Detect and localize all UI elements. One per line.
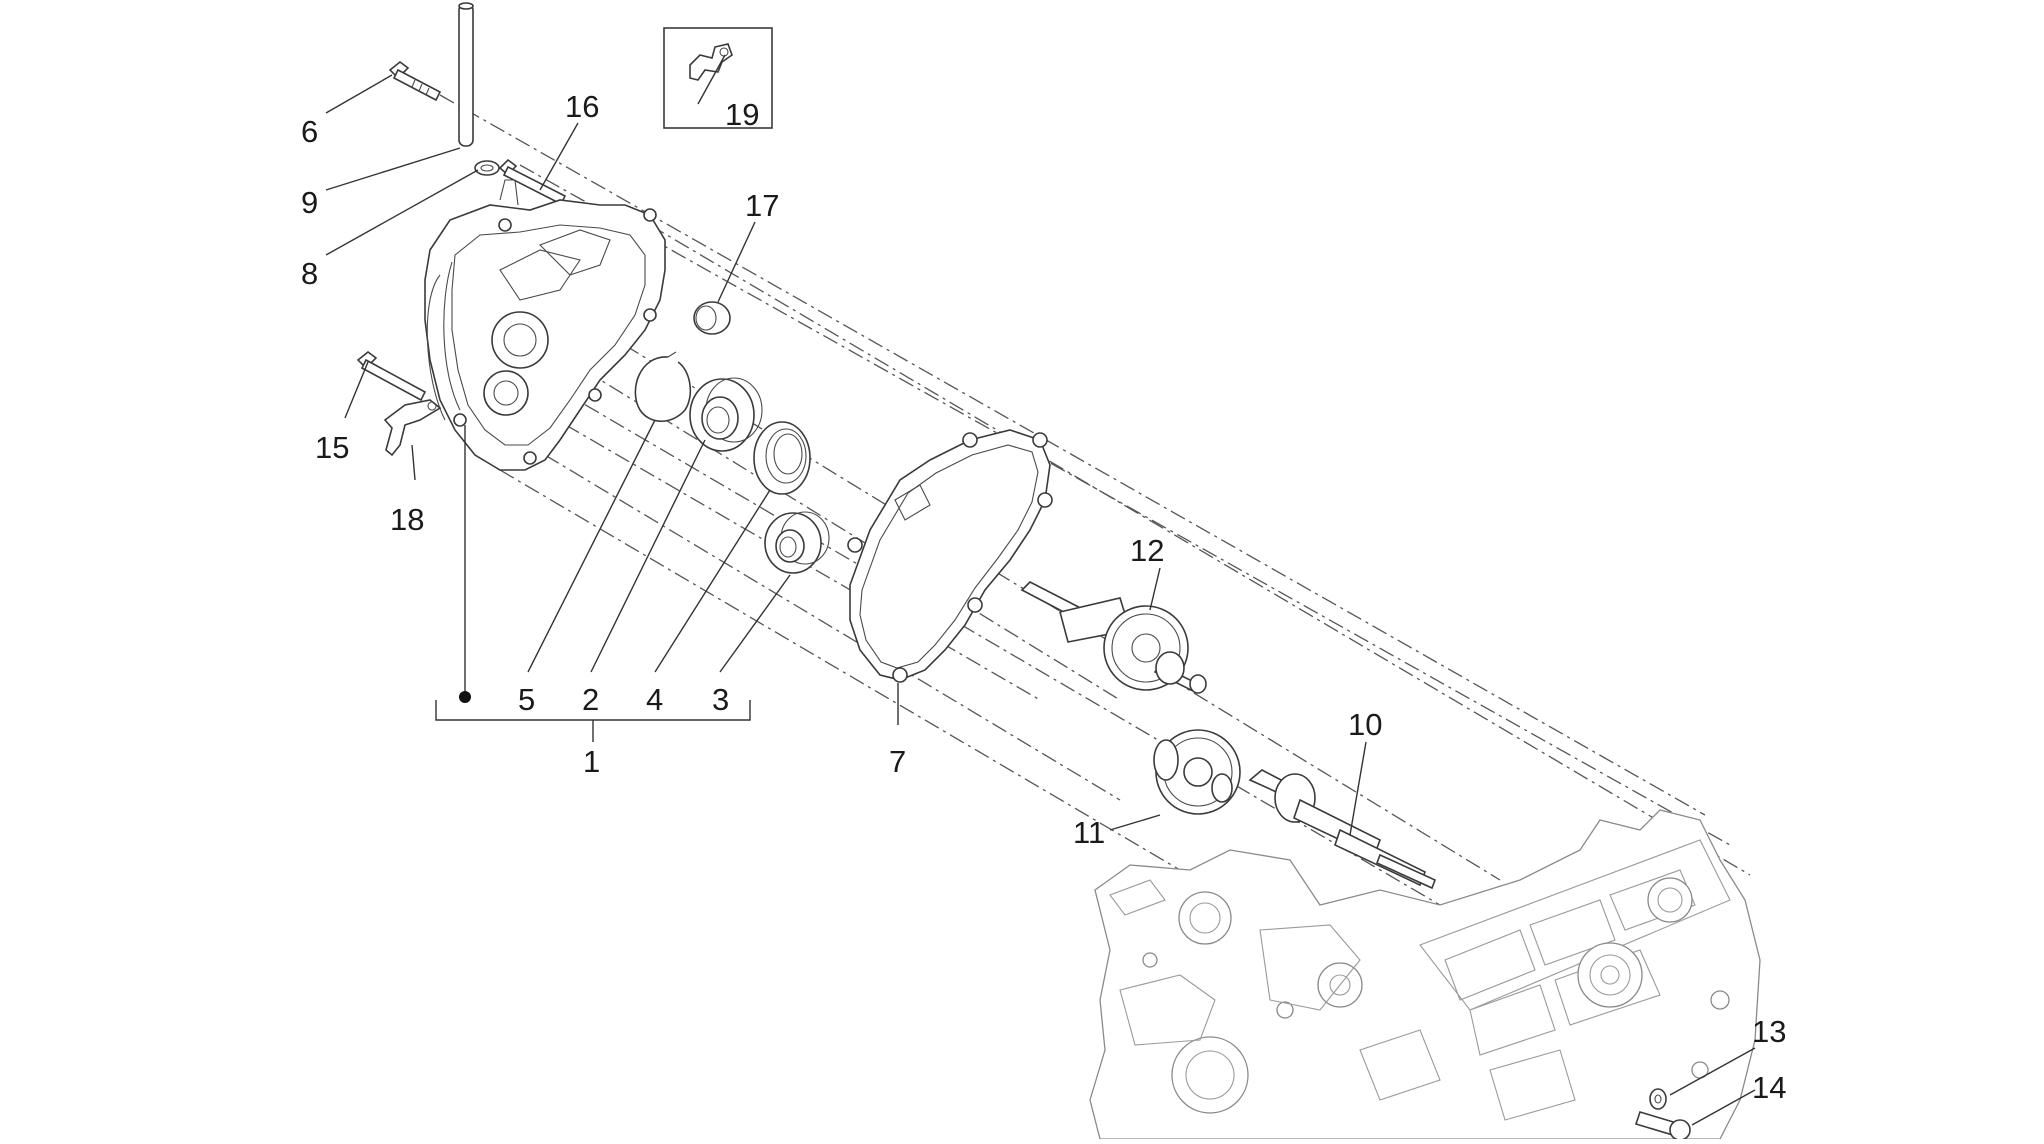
tube-9 (458, 2, 474, 147)
bolt-16 (498, 158, 567, 206)
callout-12: 12 (1130, 533, 1164, 568)
gasket-7 (847, 429, 1053, 683)
callout-18: 18 (390, 502, 424, 537)
crankcase-housing (1089, 809, 1761, 1140)
callout-labels: 1 2 3 4 5 6 7 8 9 10 11 12 13 14 15 16 1… (301, 89, 1786, 1105)
screw-14 (1634, 1111, 1691, 1141)
assembly-marker-dot (459, 691, 471, 703)
callout-10: 10 (1348, 707, 1382, 742)
callout-2: 2 (582, 682, 599, 717)
callout-9: 9 (301, 185, 318, 220)
callout-7: 7 (889, 744, 906, 779)
callout-19: 19 (725, 97, 759, 132)
part-19-inset (663, 27, 773, 129)
callout-15: 15 (315, 430, 349, 465)
callout-6: 6 (301, 114, 318, 149)
bearing-3 (764, 511, 830, 574)
callout-13: 13 (1752, 1014, 1786, 1049)
bearing-2 (689, 377, 763, 452)
callout-1: 1 (583, 744, 600, 779)
gear-11 (1153, 729, 1241, 815)
gear-shaft-12 (1020, 581, 1207, 694)
callout-11: 11 (1073, 815, 1105, 850)
cap-17 (693, 301, 731, 335)
transmission-cover (424, 179, 666, 471)
bolt-6 (388, 60, 442, 102)
callout-17: 17 (745, 188, 779, 223)
shaft-10 (1248, 769, 1437, 890)
clip-8 (474, 160, 500, 176)
callout-8: 8 (301, 256, 318, 291)
callout-3: 3 (712, 682, 729, 717)
oil-seal-4 (753, 421, 811, 495)
washer-13 (1649, 1088, 1667, 1110)
callout-14: 14 (1752, 1070, 1786, 1105)
callout-5: 5 (518, 682, 535, 717)
circlip-5 (634, 351, 692, 423)
bolt-15 (356, 350, 427, 402)
callout-16: 16 (565, 89, 599, 124)
leader-lines (325, 54, 1756, 1126)
group-1-bracket (435, 700, 751, 742)
bracket-18 (383, 399, 442, 457)
callout-4: 4 (646, 682, 663, 717)
